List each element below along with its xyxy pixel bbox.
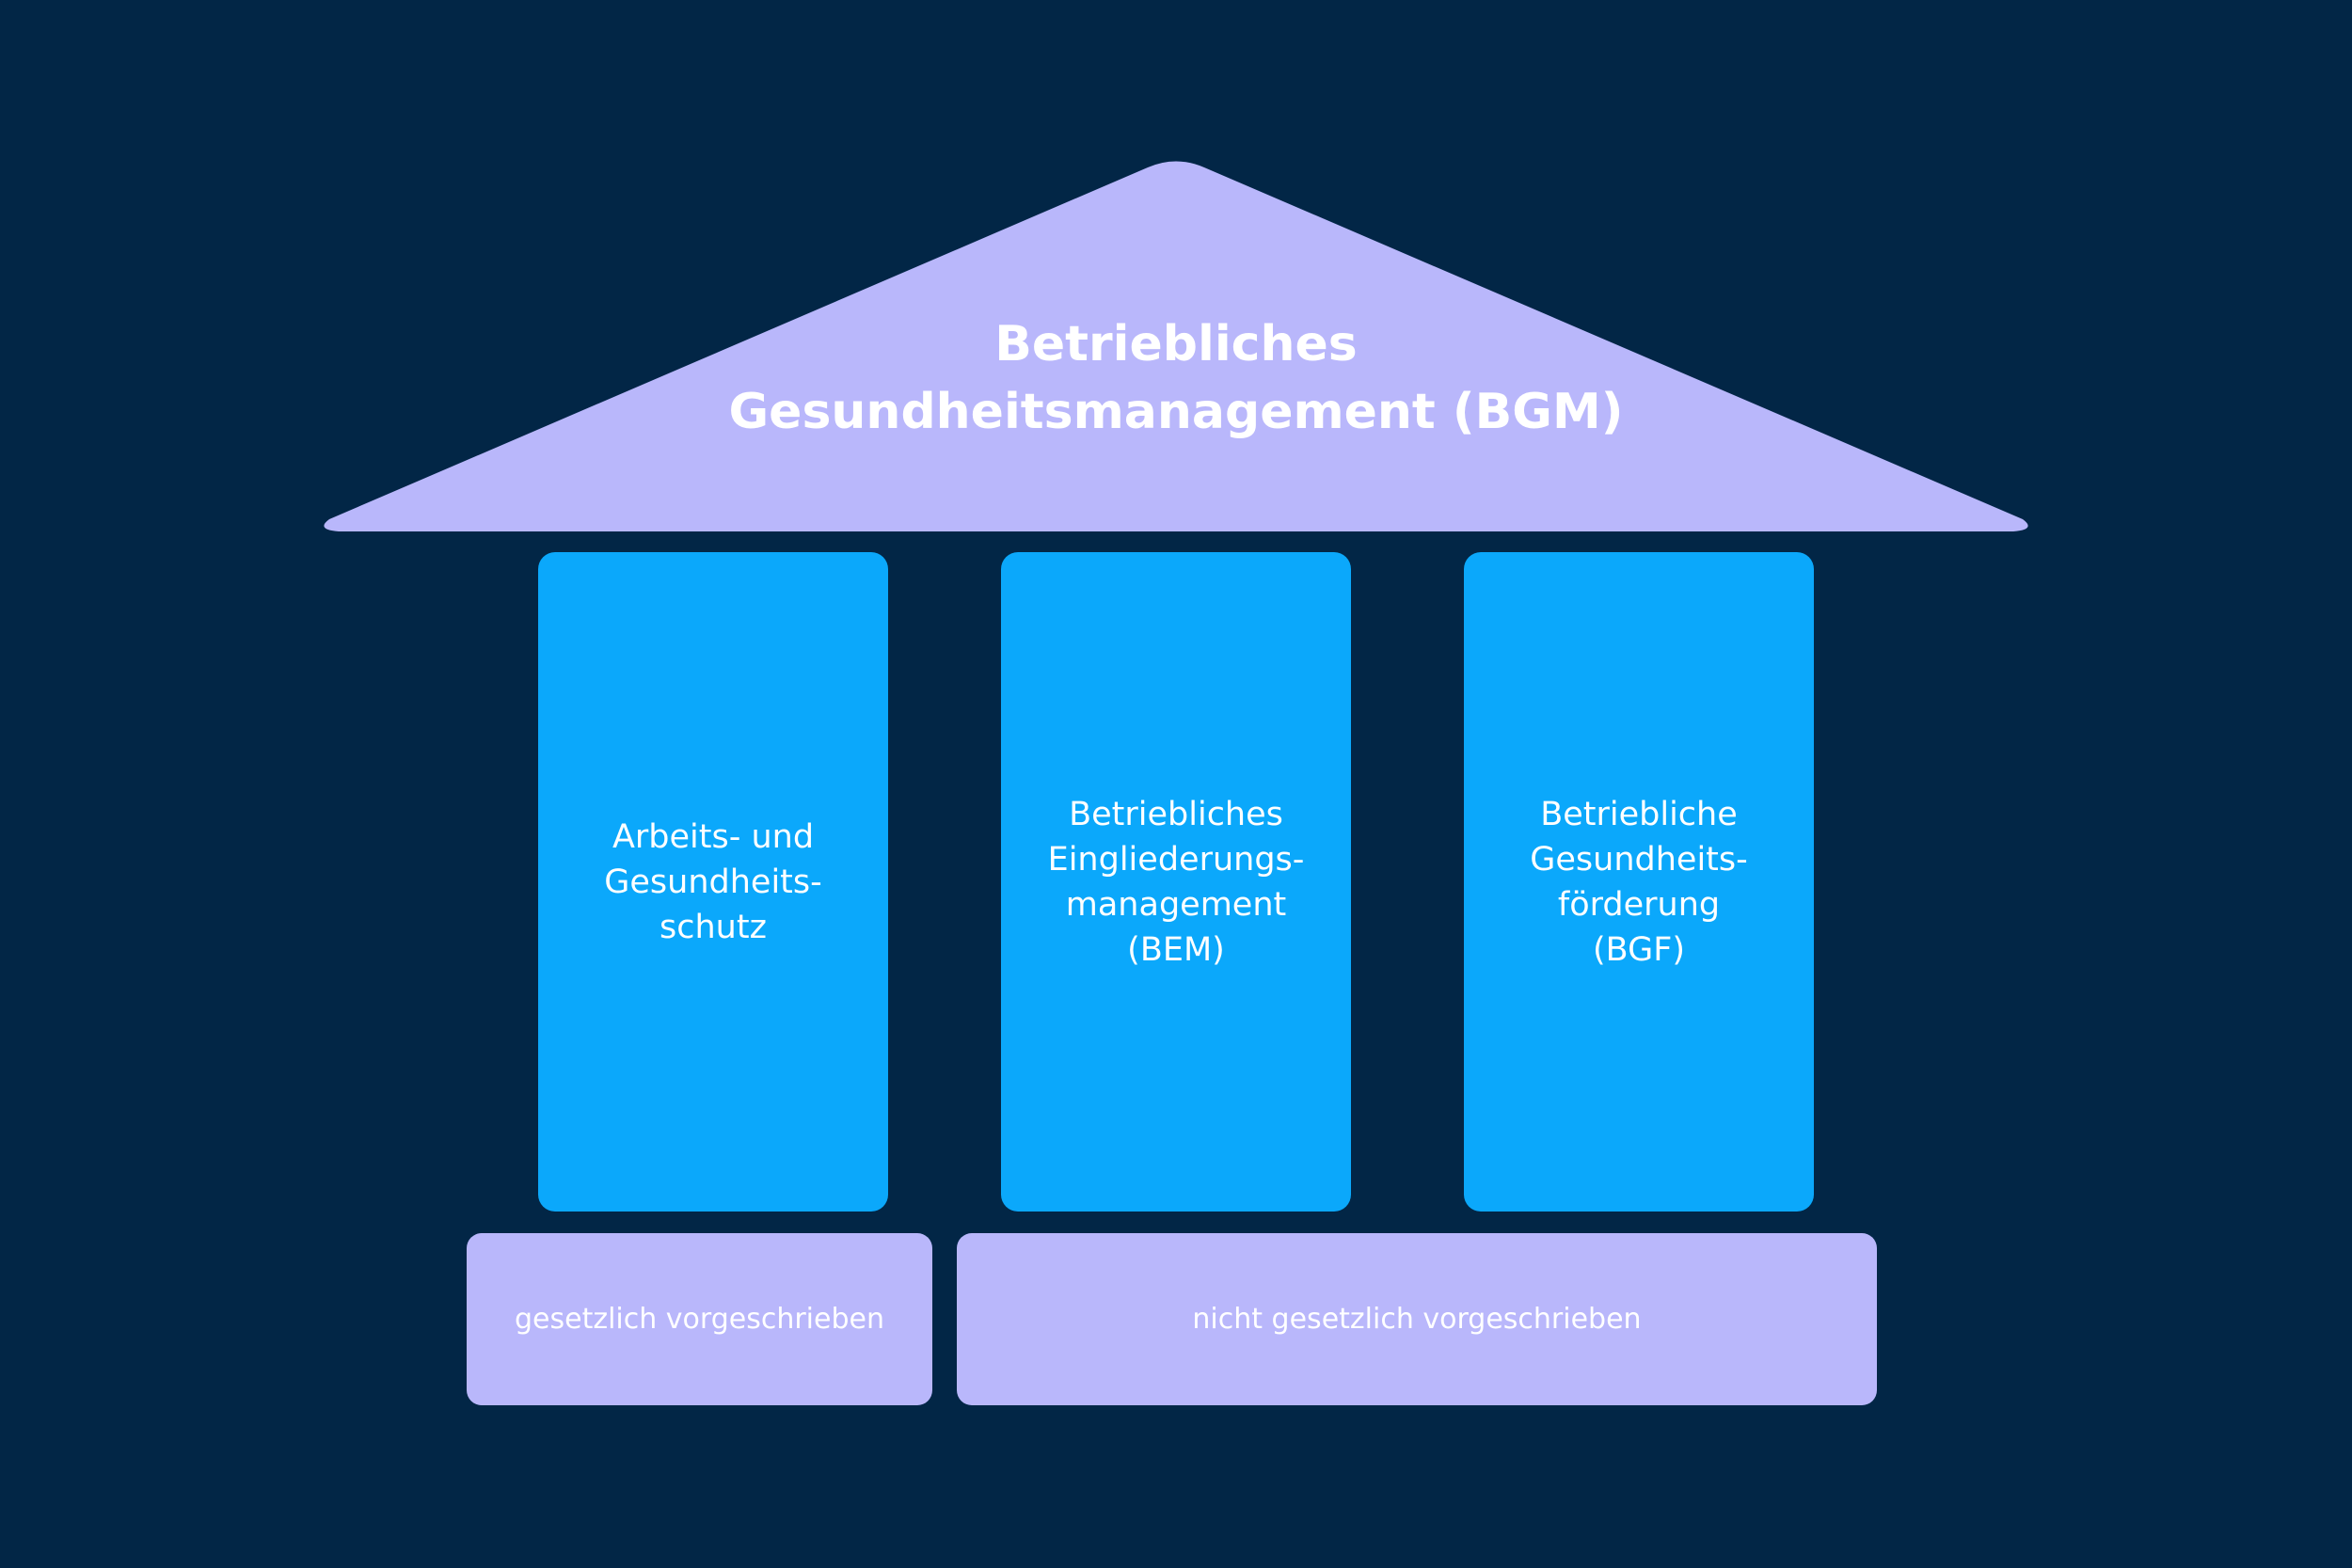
base-mandatory: gesetzlich vorgeschrieben — [467, 1233, 932, 1405]
pillar-label-line: Gesundheits- — [1530, 840, 1748, 879]
base-label: gesetzlich vorgeschrieben — [514, 1303, 884, 1336]
pillar-label-line: (BGF) — [1593, 930, 1685, 969]
pillar-label-line: management — [1065, 885, 1287, 924]
pillar-label-line: Betriebliche — [1540, 795, 1738, 833]
pillar-label-line: Gesundheits- — [604, 863, 822, 901]
pillar-label-line: förderung — [1557, 885, 1721, 924]
pillar-arbeits-gesundheitsschutz: Arbeits- und Gesundheits- schutz — [538, 552, 888, 1212]
roof-title-line-2: Gesundheitsmanagement (BGM) — [728, 384, 1624, 440]
pillar-label-line: Eingliederungs- — [1047, 840, 1305, 879]
pillar-label-line: Arbeits- und — [612, 817, 815, 856]
roof-title-line-1: Betriebliches — [994, 316, 1358, 372]
pillar-label-line: Betriebliches — [1069, 795, 1283, 833]
pillar-bgf: Betriebliche Gesundheits- förderung (BGF… — [1464, 552, 1814, 1212]
base-not-mandatory: nicht gesetzlich vorgeschrieben — [957, 1233, 1877, 1405]
pillar-label-line: (BEM) — [1127, 930, 1225, 969]
roof — [324, 161, 2028, 531]
pillar-label: Betriebliche Gesundheits- förderung (BGF… — [1530, 792, 1748, 973]
base-label: nicht gesetzlich vorgeschrieben — [1192, 1303, 1642, 1336]
pillar-label: Betriebliches Eingliederungs- management… — [1048, 792, 1305, 973]
pillar-bem: Betriebliches Eingliederungs- management… — [1001, 552, 1351, 1212]
pillar-label-line: schutz — [660, 908, 767, 946]
roof-shape — [324, 161, 2028, 531]
roof-title: Betriebliches Gesundheitsmanagement (BGM… — [588, 310, 1764, 446]
pillar-label: Arbeits- und Gesundheits- schutz — [604, 815, 822, 950]
